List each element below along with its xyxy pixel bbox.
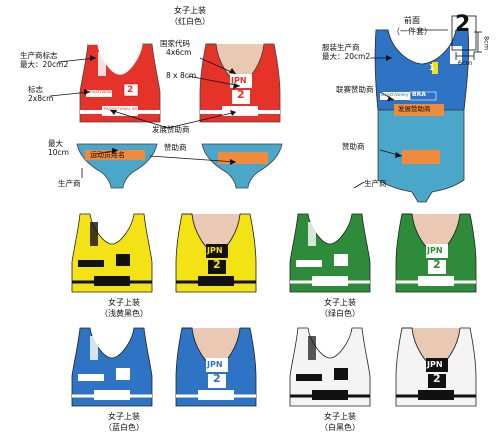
yellow-top-front (71, 213, 153, 293)
number-box (123, 83, 139, 97)
onepiece-suit (374, 29, 469, 203)
onepiece-chest-number: 1 (429, 63, 435, 72)
label-onepiece-maker: 服装生产商 最大：20cm2 (322, 43, 371, 61)
onepiece-dev-strip-text: 发展赞助商 (398, 105, 431, 113)
label-athlete-name: 运动员姓名 (90, 151, 125, 159)
label-union-sponsor: 联赛赞助商 (336, 85, 374, 94)
title-text: 女子上装 (324, 412, 356, 421)
variant-green-caption: 女子上装 （绿白色） (300, 298, 380, 320)
label-text: 标志 (28, 85, 43, 94)
white-top-front (289, 327, 371, 407)
variant-yellow-caption: 女子上装 （浅黄黑色） (84, 298, 164, 320)
label-text: 最大 (48, 139, 63, 148)
dim-8cm: 8cm (482, 36, 491, 51)
label-text: 生产商标志 (20, 51, 58, 60)
variant-blue-caption: 女子上装 （蓝白色） (84, 412, 164, 434)
back-number-box (232, 90, 250, 104)
onepiece-country: BRA (412, 91, 426, 98)
red-top-back (199, 43, 281, 123)
title-text: 女子上装 (108, 412, 140, 421)
label-max-10: 最大 10cm (48, 139, 69, 157)
white-back-country: JPN (427, 360, 443, 369)
label-onepiece-producer: 生产商 (364, 179, 387, 188)
label-text: 服装生产商 (322, 43, 360, 52)
dev-sponsor-strip (102, 106, 138, 116)
green-top-back (395, 213, 477, 293)
logo-strip (98, 52, 106, 76)
blue-back-number: 2 (213, 372, 221, 385)
dimension-marks (451, 15, 482, 60)
blue-back-country: JPN (207, 360, 223, 369)
red-front-number: 2 (127, 85, 134, 95)
onepiece-number-sample: 2 (455, 12, 471, 37)
red-top-title: 女子上装 （红白色） (150, 6, 230, 28)
subtitle-text: （蓝白色） (104, 422, 144, 432)
label-text: 4x6cm (166, 47, 192, 57)
label-country-code: 国家代码 4x6cm (160, 39, 192, 57)
label-dev-sponsor: 发展赞助商 (152, 125, 190, 134)
green-back-number: 2 (433, 258, 441, 271)
subtitle-text: （白黑色） (320, 422, 360, 432)
title-text: 女子上装 (324, 298, 356, 307)
title-text: 前面 (404, 16, 420, 25)
label-maker: 生产商 (58, 179, 81, 188)
label-maker-logo: 生产商标志 最大：20cm2 (20, 51, 69, 69)
title-text: 女子上装 (108, 298, 140, 307)
label-text: 10cm (48, 147, 69, 157)
red-back-number: 2 (237, 88, 245, 101)
red-top-front (79, 43, 161, 123)
red-brief-front (76, 143, 158, 189)
red-brief-back (201, 143, 283, 189)
arrow-heads (84, 55, 402, 165)
white-back-number: 2 (433, 372, 441, 385)
blue-top-front (71, 327, 153, 407)
sponsor-strip (86, 90, 112, 97)
yellow-back-country: JPN (207, 246, 223, 255)
label-text: 国家代码 (160, 39, 190, 48)
yellow-top-back (175, 213, 257, 293)
red-back-country: JPN (231, 76, 247, 85)
label-sponsor: 赞助商 (164, 143, 187, 152)
dim-6cm: 6cm (458, 59, 473, 67)
label-text: 2x8cm (28, 93, 54, 103)
blue-top-back (175, 327, 257, 407)
label-number-size: 8 x 8cm (166, 71, 197, 80)
onepiece-title: 前面 （一件套） (384, 16, 440, 38)
label-onepiece-sponsor: 赞助商 (342, 142, 365, 151)
label-mark: 标志 2x8cm (28, 85, 54, 103)
leader-lines (49, 29, 448, 189)
white-top-back (395, 327, 477, 407)
label-text: 最大：20cm2 (20, 59, 69, 69)
green-top-front (289, 213, 371, 293)
red-dev-strip-text: PROMOTIONAL SPONSOR (104, 107, 150, 111)
green-back-country: JPN (427, 246, 443, 255)
subtitle-text: （红白色） (170, 16, 210, 26)
title-text: 女子上装 (174, 6, 206, 15)
label-text: 最大：20cm2 (322, 51, 371, 61)
yellow-back-number: 2 (213, 258, 221, 271)
subtitle-text: （一件套） (392, 26, 432, 36)
onepiece-sponsor-strip-text: BeachVolley (381, 93, 409, 98)
subtitle-text: （绿白色） (320, 308, 360, 318)
red-sponsor-strip-text: BeachVolley (87, 90, 115, 95)
variant-white-caption: 女子上装 （白黑色） (300, 412, 380, 434)
subtitle-text: （浅黄黑色） (100, 308, 148, 318)
